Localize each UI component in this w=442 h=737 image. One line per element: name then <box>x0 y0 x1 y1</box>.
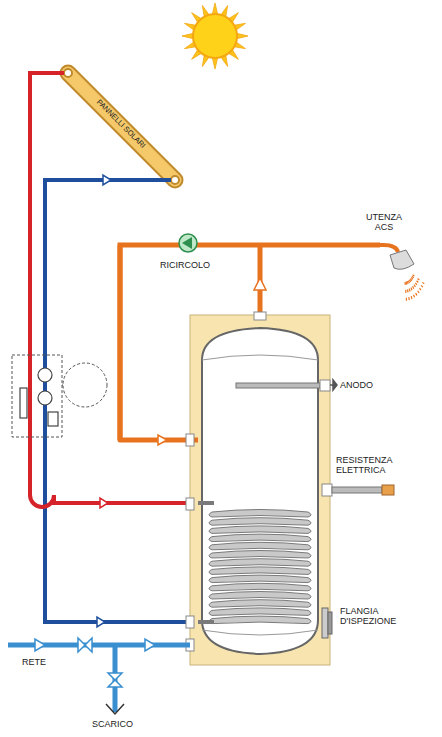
coil-winding <box>209 592 311 600</box>
flow-arrow <box>254 278 266 290</box>
anode <box>236 383 320 388</box>
water-drop <box>404 282 405 285</box>
water-drop <box>413 275 415 276</box>
coil-winding <box>209 510 311 518</box>
water-drop <box>409 280 410 282</box>
outlet-label: UTENZA ACS <box>362 212 406 233</box>
sun-rays <box>182 3 248 69</box>
dhw-pipe <box>120 245 380 440</box>
hot-solar-pipe <box>30 73 198 507</box>
water-drop <box>415 283 417 285</box>
water-drop <box>406 298 407 301</box>
drain-valve <box>108 673 122 687</box>
tank-insulation <box>190 315 330 665</box>
heater-head <box>382 485 394 495</box>
water-drop <box>412 276 414 278</box>
water-drop <box>418 291 419 293</box>
pump-label: RICIRCOLO <box>160 260 210 270</box>
sun-ray <box>212 58 217 69</box>
water-drop <box>408 280 410 283</box>
coil-winding <box>209 559 311 567</box>
inspection-flange <box>322 608 328 638</box>
flow-arrow <box>158 435 167 445</box>
coil-winding <box>209 534 311 542</box>
coil-winding <box>209 583 311 591</box>
water-drop <box>407 289 409 292</box>
recirculation-pump <box>179 234 197 252</box>
sun <box>193 14 237 58</box>
expansion-vessel <box>63 363 107 407</box>
coil-winding <box>209 575 311 583</box>
water-drop <box>417 281 419 283</box>
part-label: FLANGIA D'ISPEZIONE <box>340 606 420 627</box>
water-drop <box>405 290 406 293</box>
water-drop <box>409 289 411 292</box>
valve <box>48 412 58 426</box>
panel-port <box>171 176 179 184</box>
electric-heater <box>332 487 382 493</box>
water-drop <box>422 282 424 283</box>
coil-inlet <box>198 501 214 505</box>
water-drop <box>407 281 409 284</box>
water-drop <box>418 279 420 280</box>
solar-panel <box>68 73 175 180</box>
pump-arrow <box>182 237 192 249</box>
coil-winding <box>209 567 311 575</box>
flow-arrow <box>103 175 111 185</box>
water-drop <box>410 288 412 291</box>
heat-exchanger-coil <box>198 503 311 624</box>
coil-winding <box>209 526 311 534</box>
panel-label: PANNELLI SOLARI <box>95 98 147 150</box>
water-drop <box>411 277 413 279</box>
water-drop <box>411 296 413 299</box>
coil-winding <box>209 600 311 608</box>
coil-winding <box>209 551 311 559</box>
solar-panel-frame <box>68 73 175 180</box>
coil-winding <box>209 616 311 624</box>
recirculation-pipe <box>120 245 198 440</box>
water-drop <box>410 279 411 281</box>
panel-port <box>64 69 72 77</box>
coil-winding <box>209 608 311 616</box>
flowmeter <box>20 388 27 418</box>
flow-arrow <box>35 639 45 651</box>
flow-arrow <box>145 639 155 651</box>
coil-winding <box>209 518 311 526</box>
shower-head <box>390 250 414 269</box>
water-drop <box>414 285 415 287</box>
pump <box>38 391 52 405</box>
sun-ray <box>182 33 193 38</box>
tank-vessel <box>202 328 318 654</box>
water-drop <box>413 286 414 288</box>
coil-outlet <box>198 620 214 624</box>
part-label: RESISTENZA ELETTRICA <box>336 455 416 476</box>
water-drop <box>408 297 410 300</box>
mains-pipe <box>8 645 190 712</box>
control-unit <box>12 355 62 437</box>
water-drop <box>421 285 423 287</box>
flow-arrow <box>97 617 105 627</box>
coil-winding <box>209 542 311 550</box>
pipe-label: SCARICO <box>92 719 133 729</box>
sun-ray <box>237 33 248 38</box>
part-label: ANODO <box>340 380 373 390</box>
water-drop <box>413 295 415 298</box>
water-drop <box>420 288 422 290</box>
shower-spray <box>405 275 424 301</box>
drain-funnel <box>106 704 124 714</box>
gauge <box>38 368 52 382</box>
sun-ray <box>212 3 217 14</box>
water-drop <box>416 293 417 295</box>
water-drop <box>406 282 408 285</box>
pipe-label: RETE <box>22 657 46 667</box>
valve <box>78 638 92 652</box>
flow-arrow <box>100 498 108 508</box>
